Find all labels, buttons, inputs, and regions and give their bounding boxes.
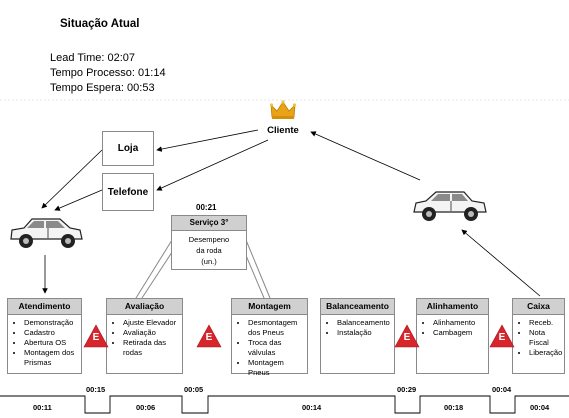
link-avaliacao-servico-a bbox=[135, 239, 173, 299]
inventory-label: E bbox=[403, 332, 411, 343]
process-time-label: 00:11 bbox=[33, 403, 52, 412]
inventory-triangle-icon: E bbox=[489, 324, 515, 348]
inventory-label: E bbox=[205, 332, 213, 343]
process-alinhamento: Alinhamento Alinhamento Cambagem bbox=[416, 298, 489, 374]
arrow-customer-to-store bbox=[156, 129, 259, 152]
lead-time: Lead Time: 02:07 bbox=[50, 52, 136, 64]
process-time-label: 00:06 bbox=[136, 403, 156, 412]
process-item: Nota Fiscal bbox=[529, 328, 564, 348]
outsourced-time: 00:21 bbox=[196, 203, 217, 212]
process-item: Demonstração bbox=[24, 318, 81, 328]
inventory-label: E bbox=[498, 332, 506, 343]
crown-icon bbox=[269, 100, 297, 119]
process-title: Montagem bbox=[232, 299, 307, 315]
process-item: Instalação bbox=[337, 328, 394, 338]
process-item: Retirada das rodas bbox=[123, 338, 182, 358]
link-servico-montagem-a bbox=[245, 239, 271, 299]
outsourced-line: (un.) bbox=[201, 257, 217, 266]
process-item: Avaliação bbox=[123, 328, 182, 338]
process-montagem: Montagem Desmontagem dos Pneus Troca das… bbox=[231, 298, 308, 377]
car-icon-arrival bbox=[10, 218, 83, 248]
inventory-label: E bbox=[92, 332, 100, 343]
process-item: Balanceamento bbox=[337, 318, 394, 328]
timeline-ladder bbox=[0, 395, 569, 414]
process-item: Montagem Pneus bbox=[248, 358, 307, 378]
inventory-triangle-icon: E bbox=[196, 324, 222, 348]
process-balanceamento: Balanceamento Balanceamento Instalação bbox=[320, 298, 395, 374]
customer: Cliente bbox=[258, 100, 308, 136]
process-title: Caixa bbox=[513, 299, 564, 315]
channel-store: Loja bbox=[102, 131, 154, 166]
outsourced-title: Serviço 3° bbox=[172, 216, 246, 231]
customer-label: Cliente bbox=[267, 125, 299, 136]
process-item: Cambagem bbox=[433, 328, 488, 338]
process-time-label: 00:18 bbox=[444, 403, 464, 412]
wait-time-label: 00:04 bbox=[492, 385, 512, 394]
process-time-label: 00:14 bbox=[302, 403, 322, 412]
process-item: Desmontagem dos Pneus bbox=[248, 318, 307, 338]
arrow-store-to-car bbox=[41, 149, 103, 209]
wait-time: Tempo Espera: 00:53 bbox=[50, 82, 155, 94]
page-title: Situação Atual bbox=[60, 18, 140, 30]
process-item: Ajuste Elevador bbox=[123, 318, 182, 328]
outsourced-line: Desempeno bbox=[188, 235, 230, 244]
link-avaliacao-servico-b bbox=[141, 245, 177, 299]
arrow-cashier-to-car bbox=[461, 229, 541, 297]
process-time: Tempo Processo: 01:14 bbox=[50, 67, 166, 79]
car-icon-departure bbox=[413, 191, 487, 221]
wait-time-label: 00:29 bbox=[397, 385, 417, 394]
process-title: Balanceamento bbox=[321, 299, 394, 315]
process-time-label: 00:04 bbox=[530, 403, 550, 412]
process-atendimento: Atendimento Demonstração Cadastro Abertu… bbox=[7, 298, 82, 374]
arrow-customer-to-phone bbox=[156, 139, 269, 191]
process-caixa: Caixa Receb. Nota Fiscal Liberação bbox=[512, 298, 565, 374]
process-item: Cadastro bbox=[24, 328, 81, 338]
wait-time-label: 00:15 bbox=[86, 385, 106, 394]
inventory-triangle-icon: E bbox=[394, 324, 420, 348]
inventory-triangle-icon: E bbox=[83, 324, 109, 348]
process-item: Troca das válvulas bbox=[248, 338, 307, 358]
outsourced-service: Serviço 3° Desempeno da roda (un.) bbox=[171, 215, 247, 270]
channel-phone: Telefone bbox=[102, 173, 154, 211]
process-item: Montagem dos Prismas bbox=[24, 348, 81, 368]
arrow-phone-to-car bbox=[54, 189, 103, 211]
process-title: Alinhamento bbox=[417, 299, 488, 315]
process-title: Avaliação bbox=[107, 299, 182, 315]
process-title: Atendimento bbox=[8, 299, 81, 315]
process-item: Alinhamento bbox=[433, 318, 488, 328]
arrow-car-to-customer bbox=[310, 131, 421, 181]
process-avaliacao: Avaliação Ajuste Elevador Avaliação Reti… bbox=[106, 298, 183, 374]
outsourced-line: da roda bbox=[196, 246, 222, 255]
process-item: Receb. bbox=[529, 318, 564, 328]
process-item: Abertura OS bbox=[24, 338, 81, 348]
wait-time-label: 00:05 bbox=[184, 385, 204, 394]
process-item: Liberação bbox=[529, 348, 564, 358]
